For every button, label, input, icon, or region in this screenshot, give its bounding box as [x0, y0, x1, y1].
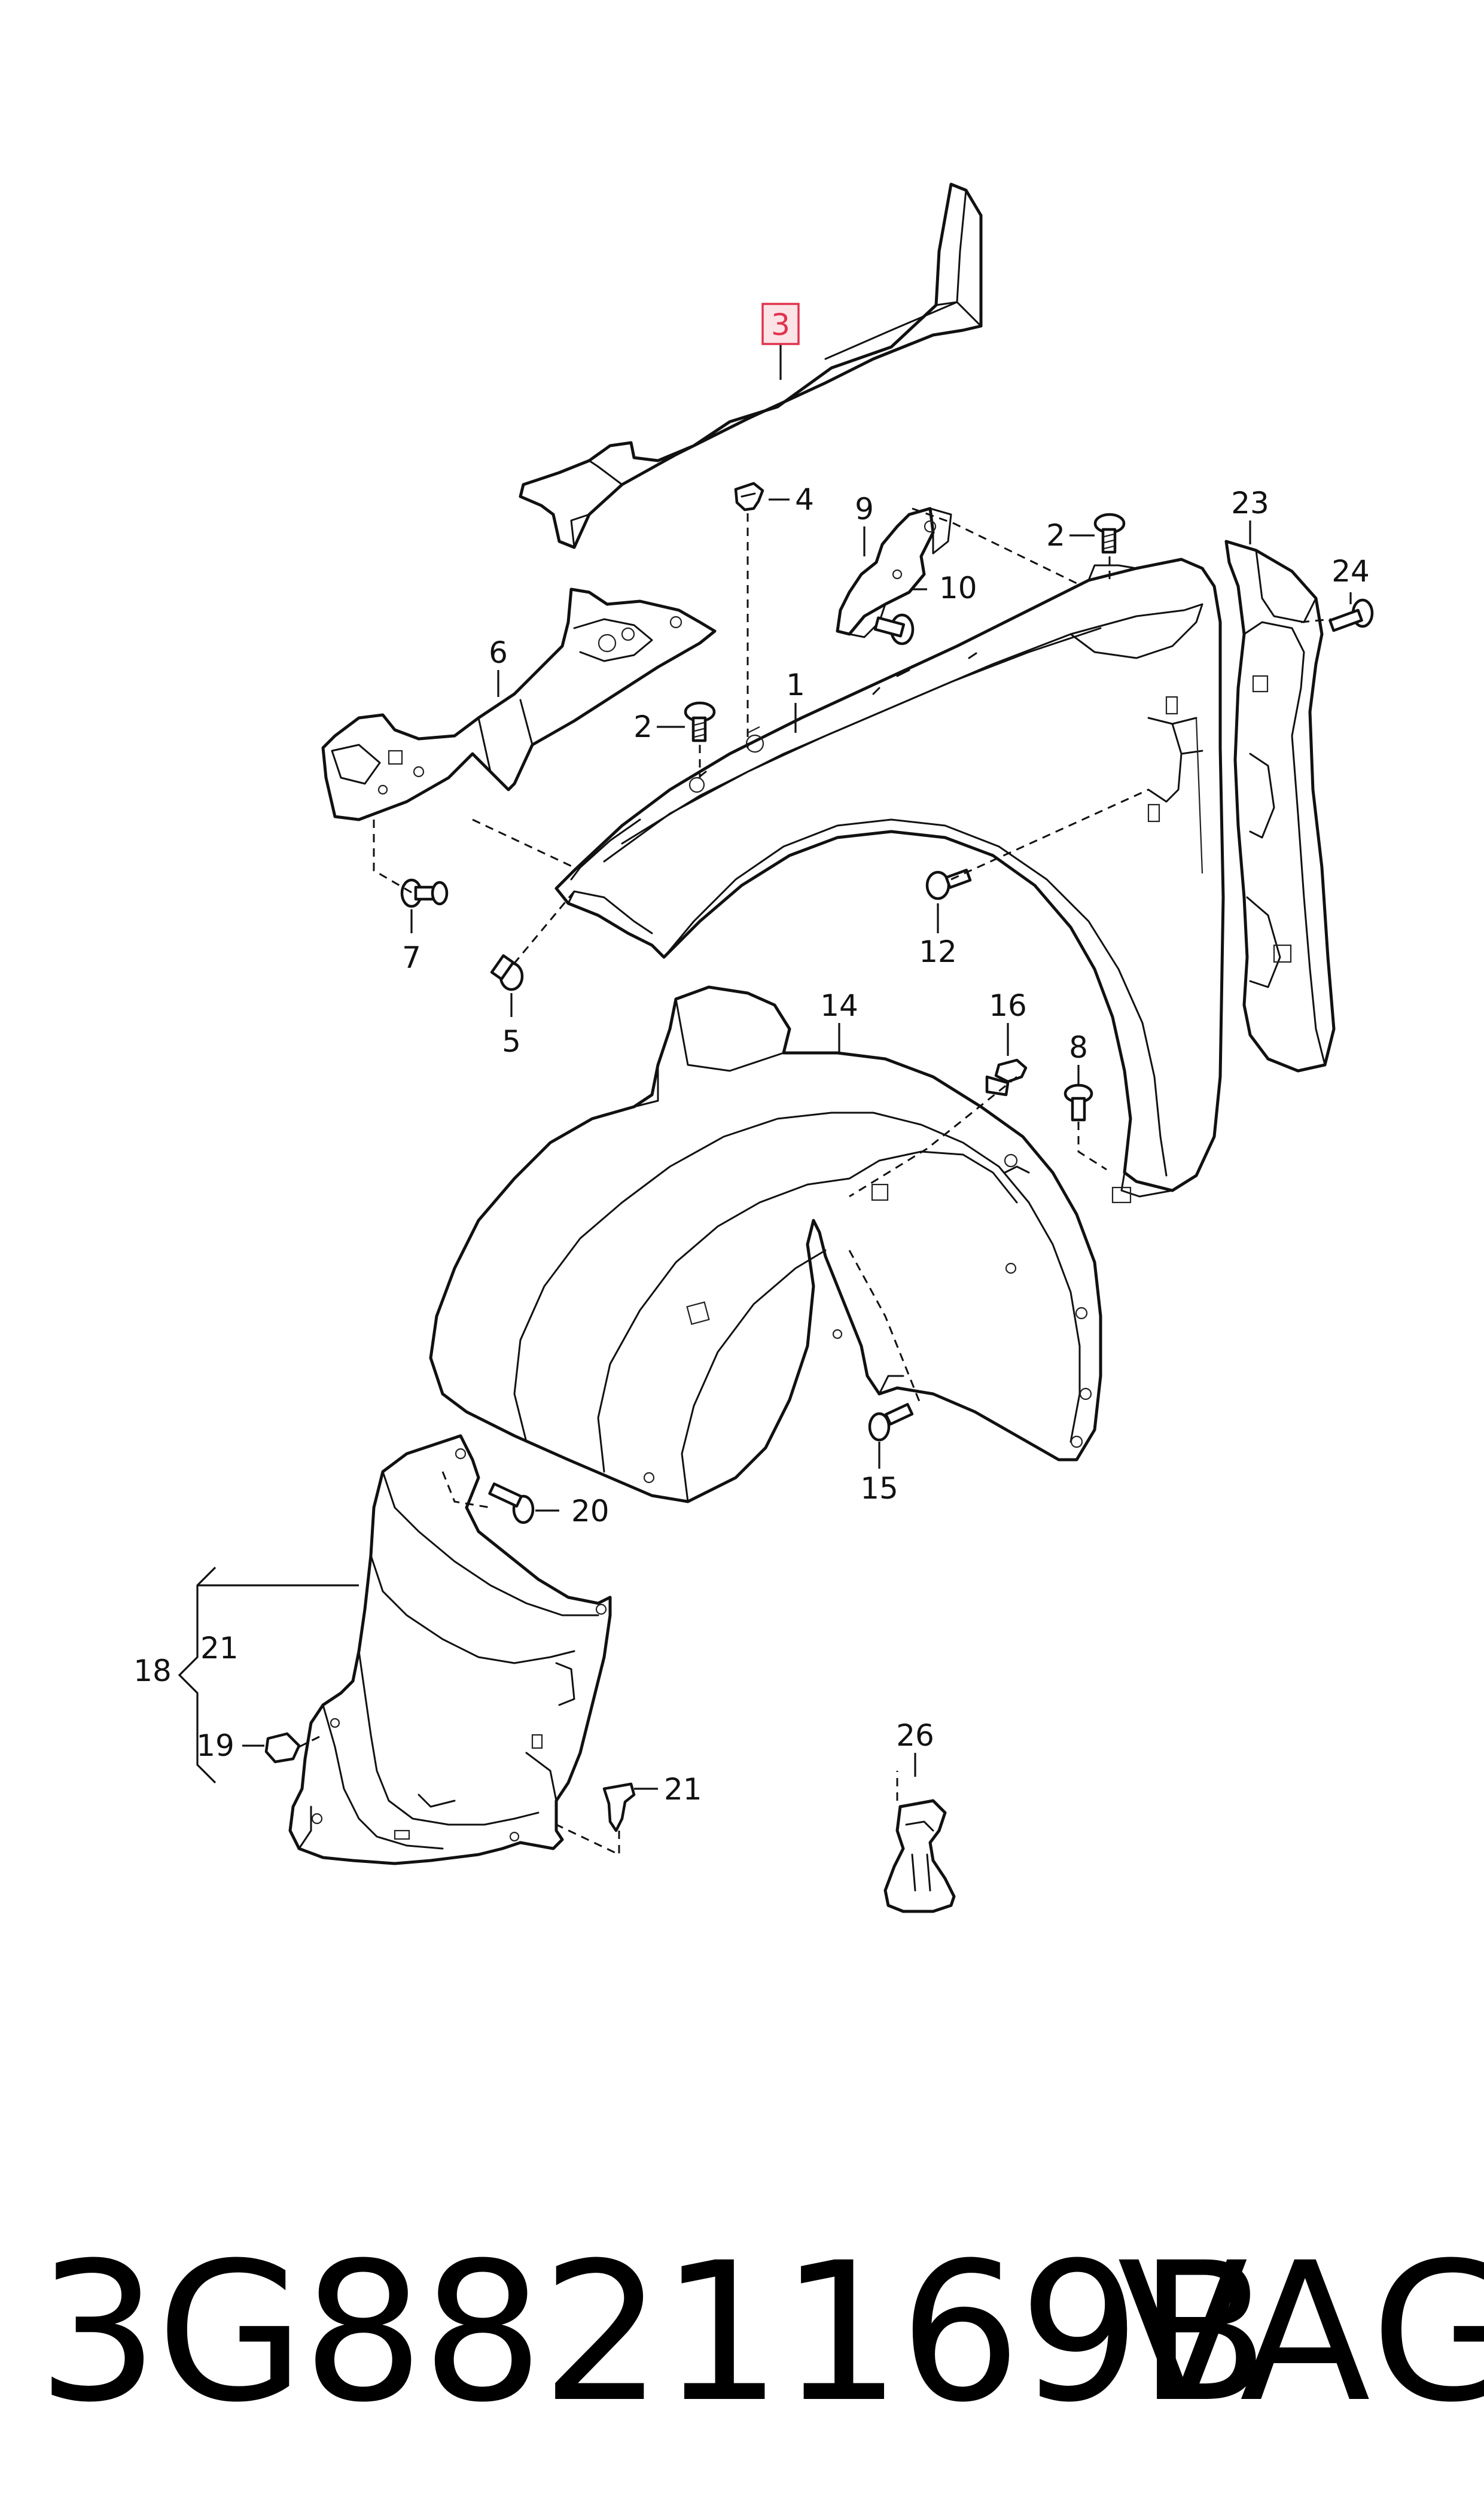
part-6-bracket[interactable] — [321, 587, 717, 821]
leader-lines — [178, 344, 1352, 1790]
screw-7[interactable] — [400, 878, 449, 908]
screw-2-top[interactable] — [1093, 513, 1126, 554]
callout-21-top[interactable]: 21 — [200, 1631, 239, 1666]
callout-14[interactable]: 14 — [820, 988, 858, 1023]
callout-15[interactable]: 15 — [860, 1471, 898, 1506]
callout-2-top[interactable]: 2 — [1046, 518, 1065, 553]
clip-21[interactable] — [602, 1782, 636, 1832]
screw-5[interactable] — [490, 954, 524, 991]
part-3-seal-strip[interactable] — [519, 182, 983, 549]
callout-8[interactable]: 8 — [1069, 1030, 1088, 1065]
callout-4[interactable]: 4 — [795, 482, 814, 517]
callout-5[interactable]: 5 — [502, 1024, 521, 1059]
callout-26[interactable]: 26 — [896, 1718, 934, 1753]
callout-16[interactable]: 16 — [989, 988, 1027, 1023]
callout-10[interactable]: 10 — [939, 571, 977, 605]
screw-15[interactable] — [868, 1403, 914, 1442]
callout-23[interactable]: 23 — [1231, 486, 1269, 520]
callout-24[interactable]: 24 — [1331, 554, 1370, 589]
screw-10[interactable] — [873, 613, 915, 646]
callout-9[interactable]: 9 — [855, 492, 874, 526]
callout-7[interactable]: 7 — [402, 940, 421, 975]
callout-2-mid[interactable]: 2 — [633, 710, 653, 744]
part-18-front-liner[interactable] — [288, 1434, 612, 1865]
screw-8[interactable] — [1064, 1083, 1093, 1122]
part-number: 3G8821169B — [37, 2222, 1269, 2444]
screw-12[interactable] — [925, 869, 972, 900]
part-9-small-bracket[interactable] — [836, 507, 952, 638]
clip-4[interactable] — [734, 482, 764, 511]
part-1-fender[interactable] — [554, 558, 1225, 1204]
screw-20[interactable] — [488, 1482, 535, 1524]
callout-labels: 3 4 2 2 1 9 10 23 24 6 7 5 12 14 16 8 15… — [133, 303, 1370, 1807]
callout-12[interactable]: 12 — [919, 934, 957, 969]
screw-24[interactable] — [1328, 598, 1374, 632]
assembly-lines — [298, 507, 1331, 1856]
screw-2-mid[interactable] — [684, 701, 716, 742]
part-23-rear-seal[interactable] — [1224, 540, 1336, 1073]
brand-name: VAG — [1117, 2222, 1484, 2444]
callout-21-bottom[interactable]: 21 — [664, 1772, 702, 1807]
clip-16[interactable] — [985, 1058, 1028, 1097]
callout-6[interactable]: 6 — [489, 635, 508, 670]
part-14-wheel-arch-liner[interactable] — [429, 985, 1102, 1503]
callout-18[interactable]: 18 — [133, 1654, 172, 1688]
nut-19[interactable] — [264, 1732, 301, 1764]
callout-3[interactable]: 3 — [771, 307, 790, 342]
callout-19[interactable]: 19 — [196, 1728, 234, 1763]
highlight-box-3 — [761, 303, 800, 345]
part-26-cap[interactable] — [883, 1799, 956, 1913]
callout-1[interactable]: 1 — [786, 668, 805, 702]
callout-20[interactable]: 20 — [571, 1494, 610, 1529]
footer: 3G8821169B VAG — [0, 2208, 1484, 2459]
